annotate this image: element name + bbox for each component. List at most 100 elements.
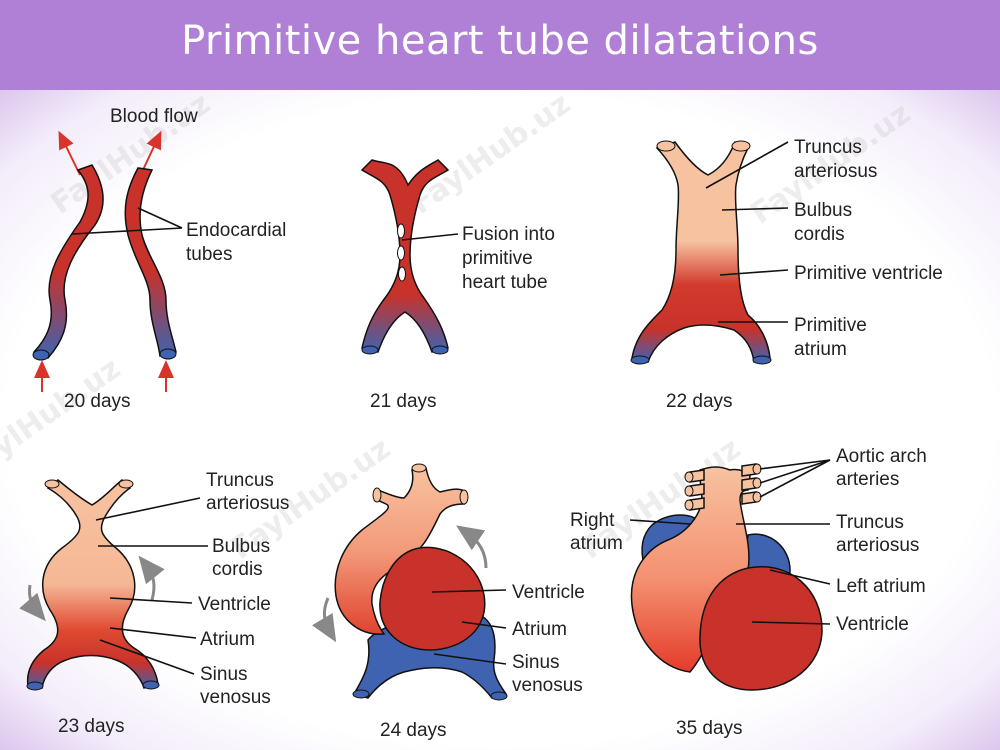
rotation-arrow-icon	[456, 525, 488, 569]
panel-21-days: Fusion into primitive heart tube 21 days	[360, 159, 555, 412]
ventricle-35	[699, 566, 823, 691]
blood-flow-label: Blood flow	[110, 106, 198, 127]
vessel-end	[752, 463, 762, 475]
endocardial-label-1: Endocardial	[186, 220, 286, 241]
label-truncus-1: Truncus	[836, 512, 904, 533]
label-bulbus-1: Bulbus	[794, 200, 852, 221]
vessel-end	[684, 499, 694, 511]
vessel-end	[731, 140, 751, 152]
tube-end	[159, 348, 177, 360]
vessel-end	[630, 355, 650, 365]
panel-22-days: Truncus arteriosus Bulbus cordis Primiti…	[630, 137, 943, 412]
figure-frame	[0, 90, 1000, 750]
fusion-gap	[398, 266, 406, 282]
leader-line	[759, 459, 831, 470]
leader-line	[109, 597, 193, 604]
fusion-gap	[397, 245, 405, 261]
label-ventricle: Ventricle	[198, 594, 271, 615]
rotation-arrow-icon	[19, 584, 46, 622]
vessel-end	[752, 355, 772, 365]
label-sinus-1: Sinus	[200, 664, 248, 685]
fusing-heart-tube	[360, 159, 450, 353]
heart-tube-23	[26, 478, 159, 689]
leader-line	[751, 621, 831, 625]
label-bulbus-2: cordis	[212, 559, 263, 580]
vessel-end	[490, 691, 508, 701]
panel-35-days: Aortic arch arteries Truncus arteriosus …	[570, 446, 927, 739]
label-primitive-ventricle: Primitive ventricle	[794, 263, 943, 284]
aortic-arch-arteries	[684, 463, 762, 511]
vessel-end	[352, 689, 370, 699]
leader-line	[137, 207, 183, 229]
watermark: FaylHub.uz	[405, 86, 577, 221]
panel-24-days: Ventricle Atrium Sinus venosus 24 days	[311, 463, 585, 741]
vessel-end	[372, 487, 382, 503]
label-left-atrium: Left atrium	[836, 576, 926, 597]
label-aortic-arch-1: Aortic arch	[836, 446, 927, 467]
vessel-end	[752, 491, 762, 503]
endocardial-label-2: tubes	[186, 244, 232, 265]
ventricle-24	[379, 546, 486, 651]
vessel-end	[459, 489, 469, 505]
vessel-end	[752, 477, 762, 489]
day-label: 20 days	[64, 391, 131, 412]
right-endocardial-tube	[124, 167, 177, 357]
leader-line	[705, 141, 789, 189]
leader-line	[759, 459, 831, 498]
flow-arrow-icon	[141, 130, 162, 173]
leader-line	[433, 653, 507, 665]
label-truncus-2: arteriosus	[836, 535, 919, 556]
leader-line	[461, 621, 507, 629]
label-aortic-arch-2: arteries	[836, 469, 899, 490]
heart-tube-22	[631, 140, 771, 363]
vessel-end	[411, 463, 427, 473]
vessel-end	[26, 681, 44, 691]
leader-line	[95, 497, 201, 521]
tube-end	[361, 345, 379, 355]
label-truncus-2: arteriosus	[794, 161, 877, 182]
fusion-label-2: primitive	[462, 248, 533, 269]
leader-line	[109, 627, 197, 639]
leader-line	[71, 227, 183, 235]
label-sinus-2: venosus	[200, 687, 271, 708]
vessel-end	[44, 479, 60, 489]
vessel-end	[656, 140, 676, 152]
label-sinus-2: venosus	[512, 675, 583, 696]
day-label: 23 days	[58, 716, 125, 737]
leader-line	[719, 269, 789, 276]
label-truncus-2: arteriosus	[206, 493, 289, 514]
vessel-end	[142, 680, 160, 690]
fusion-label-1: Fusion into	[462, 224, 555, 245]
label-atrium-1: Primitive	[794, 315, 867, 336]
watermark: FaylHub.uz	[0, 351, 127, 486]
day-label: 21 days	[370, 391, 437, 412]
label-truncus-1: Truncus	[794, 137, 862, 158]
label-right-atrium-1: Right	[570, 510, 615, 531]
label-ventricle: Ventricle	[836, 614, 909, 635]
label-bulbus-1: Bulbus	[212, 536, 270, 557]
label-atrium: Atrium	[512, 619, 567, 640]
flow-arrow-icon	[58, 130, 81, 176]
panel-23-days: Truncus arteriosus Bulbus cordis Ventric…	[19, 470, 289, 737]
leader-line	[721, 207, 789, 211]
leader-line	[769, 569, 831, 585]
leader-line	[759, 459, 831, 484]
day-label: 22 days	[666, 391, 733, 412]
rotation-arrow-icon	[138, 555, 165, 601]
slide-title: Primitive heart tube dilatations	[181, 18, 819, 64]
label-atrium: Atrium	[200, 629, 255, 650]
leader-line	[431, 589, 507, 593]
fusion-gap	[397, 223, 405, 239]
day-label: 24 days	[380, 720, 447, 741]
vessel-end	[118, 479, 134, 489]
panel-20-days: Blood flow Endocardial tubes 20 days	[32, 106, 286, 412]
label-right-atrium-2: atrium	[570, 533, 623, 554]
tube-end	[32, 349, 50, 361]
label-sinus-1: Sinus	[512, 652, 560, 673]
label-ventricle: Ventricle	[512, 582, 585, 603]
label-bulbus-2: cordis	[794, 224, 845, 245]
label-atrium-2: atrium	[794, 339, 847, 360]
rotation-arrow-icon	[311, 597, 337, 643]
